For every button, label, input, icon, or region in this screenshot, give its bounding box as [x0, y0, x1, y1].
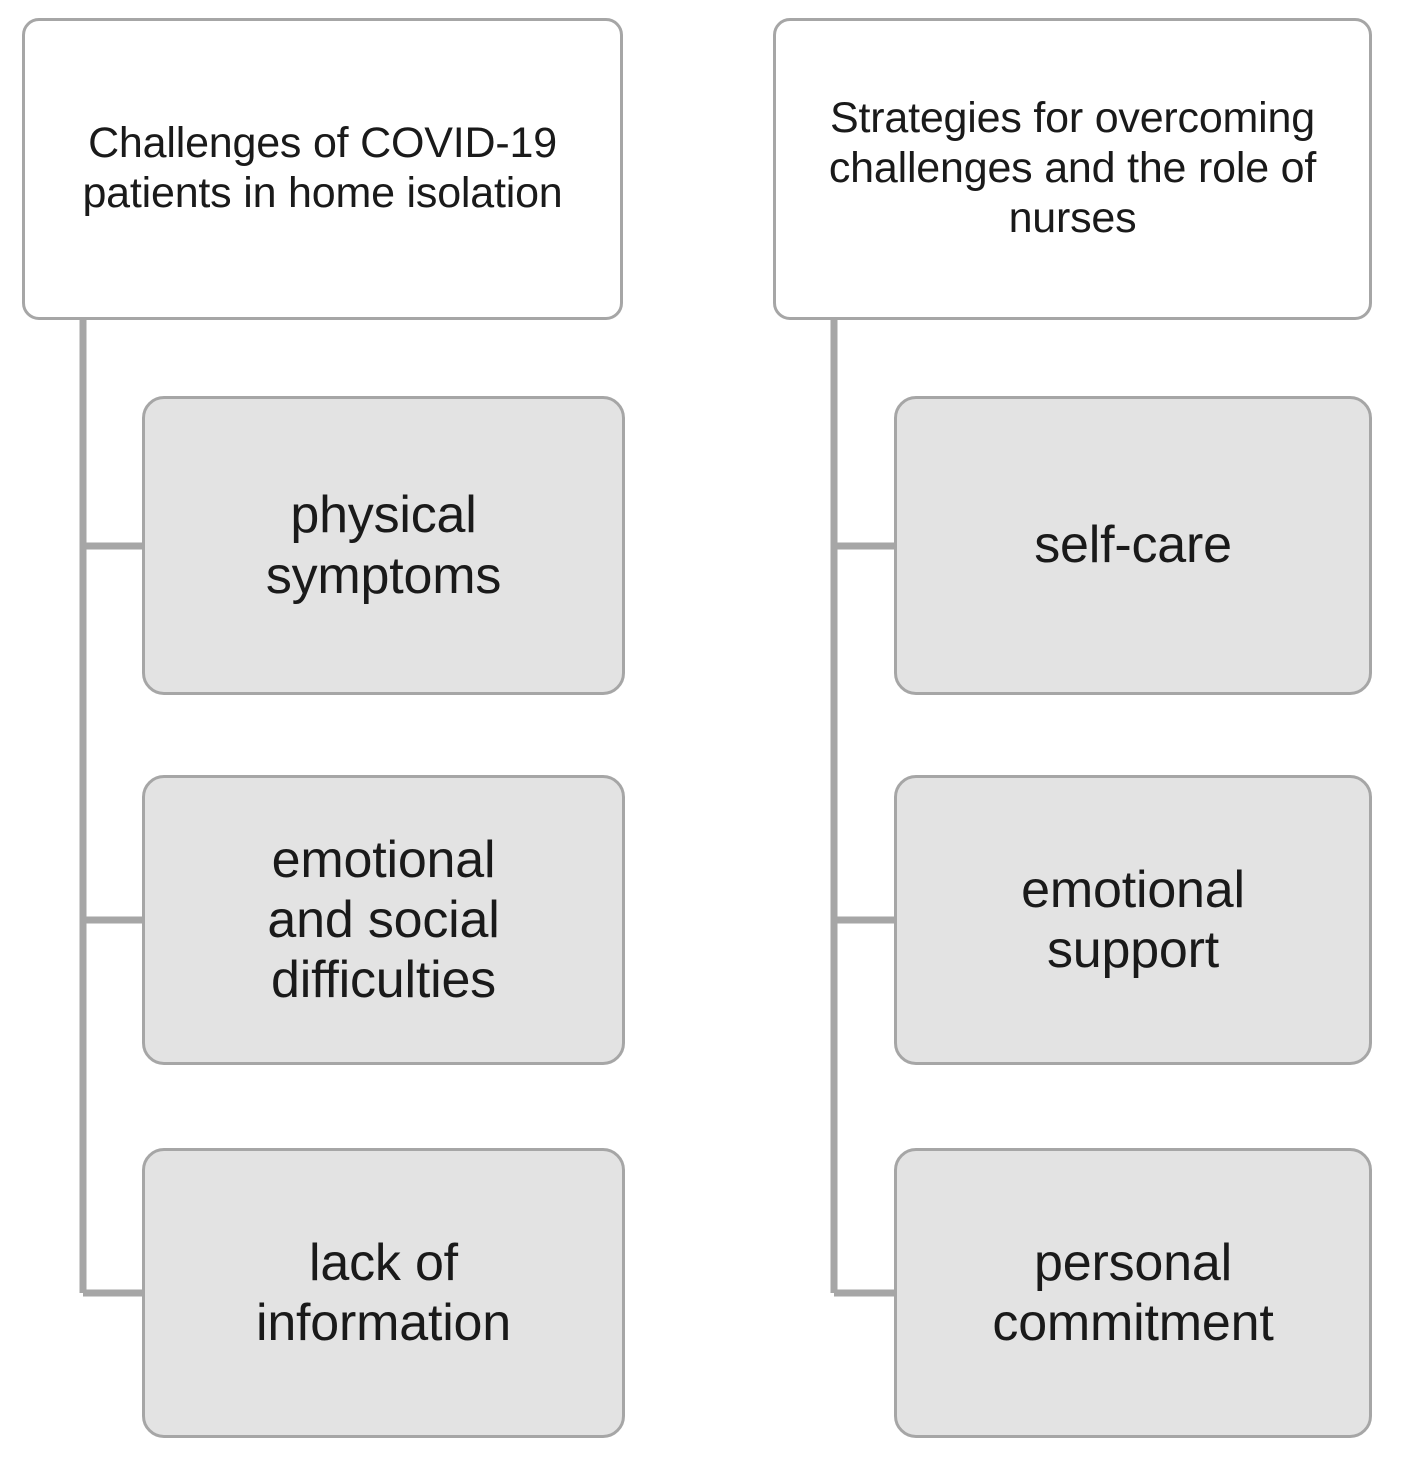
root-box-challenges: Challenges of COVID-19 patients in home …	[22, 18, 623, 320]
child-box-emotional-support: emotional support	[894, 775, 1372, 1065]
child-box-emotional-and-social-difficulties: emotional and social difficulties	[142, 775, 625, 1065]
root-box-strategies: Strategies for overcoming challenges and…	[773, 18, 1372, 320]
child-box-self-care: self-care	[894, 396, 1372, 695]
child-box-physical-symptoms: physical symptoms	[142, 396, 625, 695]
child-box-lack-of-information: lack of information	[142, 1148, 625, 1438]
child-box-personal-commitment: personal commitment	[894, 1148, 1372, 1438]
